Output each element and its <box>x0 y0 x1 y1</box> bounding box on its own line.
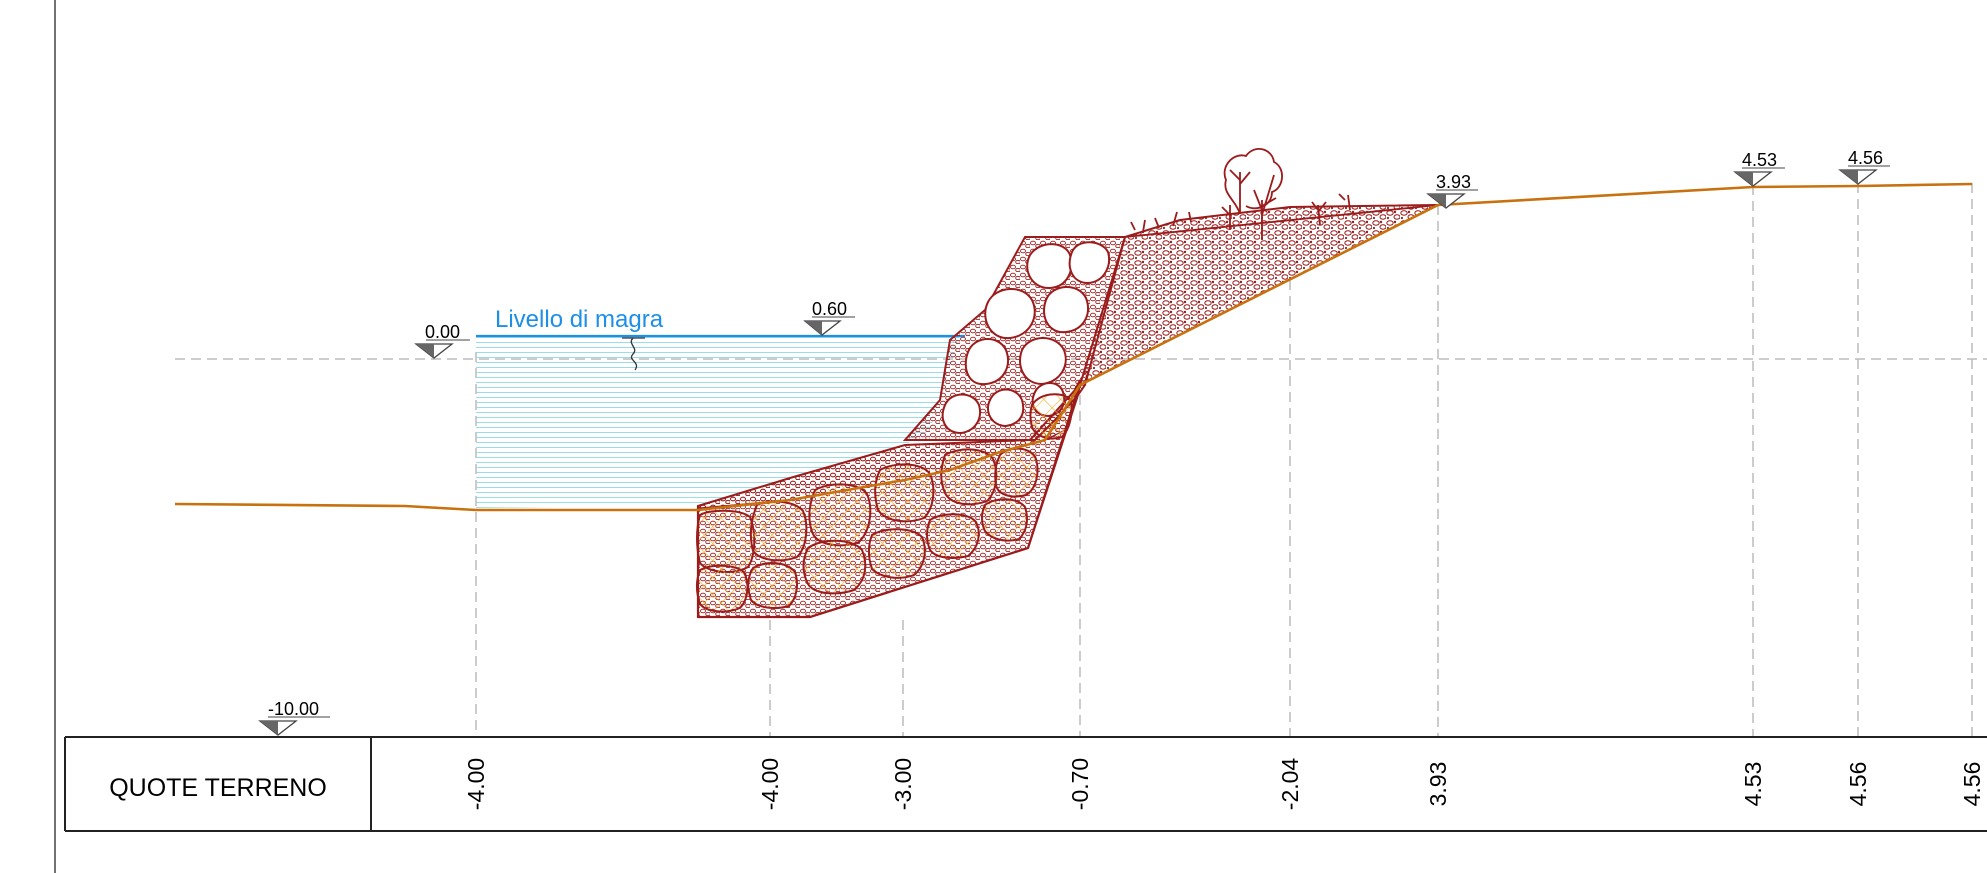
water-body <box>476 336 960 508</box>
quote-value: -2.04 <box>1277 758 1303 811</box>
quote-value: -3.00 <box>890 758 916 810</box>
elevation-label: 0.00 <box>425 322 460 342</box>
elevation-marker-2: 3.93 <box>1426 172 1478 209</box>
quote-value: 4.56 <box>1845 762 1871 807</box>
elevation-label: -10.00 <box>268 699 319 719</box>
elevation-marker-3: 4.53 <box>1733 150 1785 187</box>
quote-value: -4.00 <box>757 758 783 810</box>
quote-value: -0.70 <box>1067 758 1093 810</box>
water-level-label: Livello di magra <box>495 306 664 333</box>
terrain-profile <box>174 182 1973 512</box>
quote-value: 3.93 <box>1425 762 1451 807</box>
elevation-marker-4: 4.56 <box>1838 148 1890 185</box>
elevation-marker-5: -10.00 <box>258 699 330 736</box>
elevation-marker-0: 0.00 <box>414 322 470 359</box>
elevation-label: 4.53 <box>1742 150 1777 170</box>
riprap-foundation <box>696 379 1082 619</box>
quote-table: QUOTE TERRENO -4.00 -4.00 -3.00 -0.70 -2… <box>64 736 1987 832</box>
elevation-label: 0.60 <box>812 299 847 319</box>
vertical-guides <box>475 183 1973 737</box>
water-symbol-icon <box>622 337 645 371</box>
quote-value: -4.00 <box>463 758 489 810</box>
quote-value: 4.53 <box>1740 762 1766 807</box>
table-title: QUOTE TERRENO <box>109 774 327 802</box>
elevation-label: 3.93 <box>1436 172 1471 192</box>
elevation-marker-1: 0.60 <box>803 299 855 336</box>
elevation-label: 4.56 <box>1848 148 1883 168</box>
vegetation-icon <box>1124 148 1439 240</box>
quote-value: 4.56 <box>1959 762 1985 807</box>
